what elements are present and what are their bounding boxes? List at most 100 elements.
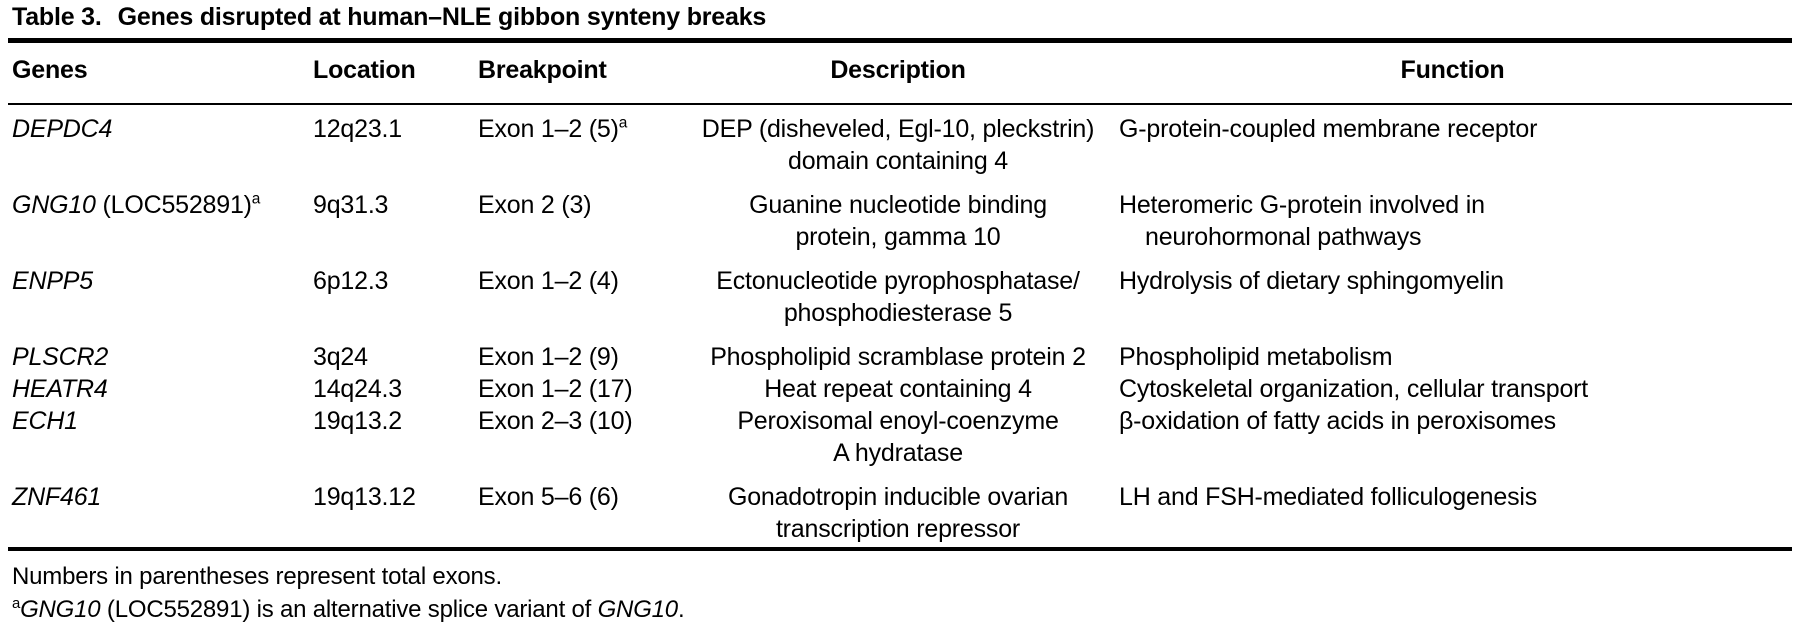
table-3-container: Table 3. Genes disrupted at human–NLE gib… [8,0,1792,623]
column-header-description: Description [830,56,966,84]
row-spacer [8,177,1792,189]
cell-gene: GNG10 (LOC552891)a [8,189,313,253]
description-line: transcription repressor [775,515,1021,543]
cell-breakpoint: Exon 2 (3) [478,191,592,219]
description-line: Phospholipid scramblase protein 2 [710,343,1086,371]
cell-function: Heteromeric G-protein involved in neuroho… [1113,189,1792,253]
description-line: Heat repeat containing 4 [764,375,1032,403]
row-spacer-cell [8,469,1792,481]
function-line: β-oxidation of fatty acids in peroxisome… [1119,407,1556,435]
function-line: Hydrolysis of dietary sphingomyelin [1119,267,1504,295]
table-body: DEPDC4 12q23.1 Exon 1–2 (5)a DEP (dishevele… [8,101,1792,545]
cell-description: Phospholipid scramblase protein 2 [683,341,1113,373]
cell-description: Heat repeat containing 4 [683,373,1113,405]
footnote-text: GNG10 [597,596,679,623]
table-header: Genes Location Breakpoint Description Fu… [8,43,1792,101]
header-row: Genes Location Breakpoint Description Fu… [8,43,1792,101]
cell-description: DEP (disheveled, Egl-10, pleckstrin)doma… [683,101,1113,177]
table-row: ENPP5 6p12.3 Exon 1–2 (4) Ectonucleotide py… [8,265,1792,329]
function-line: G-protein-coupled membrane receptor [1119,115,1538,143]
cell-gene: ENPP5 [8,265,313,329]
row-spacer [8,329,1792,341]
header-rule [8,103,1792,105]
description-line: protein, gamma 10 [795,223,1001,251]
breakpoint-footnote-marker: a [618,114,628,132]
description-line: phosphodiesterase 5 [783,299,1013,327]
description-line: domain containing 4 [788,147,1008,175]
cell-gene: PLSCR2 [8,341,313,373]
gene-symbol: DEPDC4 [12,115,113,143]
cell-breakpoint: Exon 1–2 (17) [478,375,633,403]
footnote-text: GNG10 [20,596,101,623]
table-caption-title: Genes disrupted at human–NLE gibbon synt… [117,3,767,31]
column-header-genes: Genes [12,56,88,84]
table-footnotes: Numbers in parentheses represent total e… [8,551,1792,626]
footnote-text: . [677,596,685,623]
description-line: Gonadotropin inducible ovarian [727,483,1069,511]
footnote-marker: a [12,596,21,612]
cell-gene: ZNF461 [8,481,313,545]
cell-location: 14q24.3 [313,375,402,403]
function-line: Heteromeric G-protein involved in [1119,191,1485,219]
cell-function: Phospholipid metabolism [1113,341,1792,373]
cell-gene: ECH1 [8,405,313,469]
function-line: LH and FSH-mediated folliculogenesis [1119,483,1538,511]
row-spacer-cell [8,329,1792,341]
cell-function: Cytoskeletal organization, cellular tran… [1113,373,1792,405]
genes-table: Genes Location Breakpoint Description Fu… [8,43,1792,545]
description-line: Peroxisomal enoyl-coenzyme [737,407,1059,435]
column-header-function: Function [1400,56,1505,84]
gene-footnote-marker: a [251,190,261,208]
cell-location: 19q13.2 [313,407,402,435]
footnote-text: Numbers in parentheses represent total e… [12,563,502,590]
cell-location: 3q24 [313,343,368,371]
gene-symbol: GNG10 [12,191,96,219]
cell-breakpoint: Exon 2–3 (10) [478,407,633,435]
footnote: aGNG10 (LOC552891) is an alternative spl… [12,593,1792,626]
cell-breakpoint: Exon 1–2 (5)a [478,114,628,143]
cell-function: LH and FSH-mediated folliculogenesis [1113,481,1792,545]
footnote: Numbers in parentheses represent total e… [12,560,1792,593]
gene-symbol: ECH1 [12,407,78,435]
column-header-breakpoint: Breakpoint [478,56,607,84]
gene-symbol: ENPP5 [12,267,93,295]
cell-description: Ectonucleotide pyrophosphatase/phosphodi… [683,265,1113,329]
table-bottom-rule [8,547,1792,551]
description-line: Guanine nucleotide binding [749,191,1047,219]
table-row: DEPDC4 12q23.1 Exon 1–2 (5)a DEP (dishevele… [8,101,1792,177]
gene-symbol: PLSCR2 [12,343,109,371]
function-line: neurohormonal pathways [1145,223,1422,251]
description-line: Ectonucleotide pyrophosphatase/ [716,267,1080,295]
cell-function: β-oxidation of fatty acids in peroxisome… [1113,405,1792,469]
cell-gene: HEATR4 [8,373,313,405]
table-caption: Table 3. Genes disrupted at human–NLE gib… [8,0,1792,38]
row-spacer [8,253,1792,265]
table-caption-label: Table 3. [12,3,102,31]
cell-location: 9q31.3 [313,191,389,219]
cell-function: Hydrolysis of dietary sphingomyelin [1113,265,1792,329]
table-row: ECH1 19q13.2 Exon 2–3 (10) Peroxisomal enoy… [8,405,1792,469]
function-line: Phospholipid metabolism [1119,343,1393,371]
gene-alias: (LOC552891) [95,191,252,219]
cell-breakpoint: Exon 1–2 (4) [478,267,619,295]
cell-location: 12q23.1 [313,115,402,143]
row-spacer-cell [8,177,1792,189]
cell-breakpoint: Exon 5–6 (6) [478,483,619,511]
column-header-location: Location [313,56,416,84]
cell-description: Gonadotropin inducible ovarian transcript… [683,481,1113,545]
row-spacer [8,469,1792,481]
table-top-rule [8,38,1792,43]
function-line: Cytoskeletal organization, cellular tran… [1119,375,1589,403]
cell-description: Guanine nucleotide binding protein, gamma… [683,189,1113,253]
cell-gene: DEPDC4 [8,101,313,177]
cell-function: G-protein-coupled membrane receptor [1113,101,1792,177]
table-row: HEATR4 14q24.3 Exon 1–2 (17) Heat repeat co… [8,373,1792,405]
cell-location: 6p12.3 [313,267,389,295]
row-spacer-cell [8,253,1792,265]
gene-symbol: ZNF461 [12,483,102,511]
gene-symbol: HEATR4 [12,375,108,403]
